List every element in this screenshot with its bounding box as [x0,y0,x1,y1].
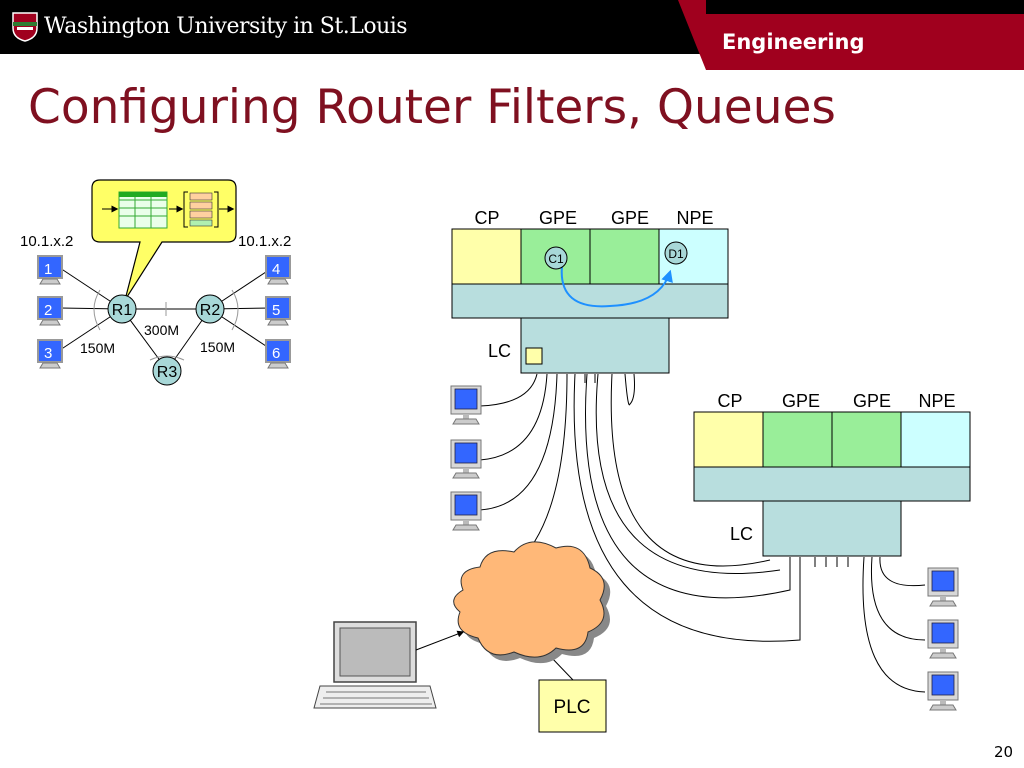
queue-icon [183,191,219,228]
top-slot-label-cp: CP [474,208,499,228]
bottom-slot-gpe1 [762,411,833,468]
node-label-d1: D1 [668,247,684,261]
engineering-label: Engineering [722,30,865,54]
chassis-top: CP GPE GPE NPE LC C1 D1 [451,208,729,383]
university-logo-text: Washington University in St.Louis [44,14,408,39]
link-label-r2-r3: 150M [200,339,235,355]
top-slot-cp [451,228,522,285]
router-label-r3: R3 [157,364,178,381]
bottom-slot-gpe2 [831,411,902,468]
pc-left-1 [450,385,482,425]
right-address-label: 10.1.x.2 [238,233,291,250]
top-slot-label-gpe1: GPE [539,208,577,228]
node-label-c1: C1 [548,252,564,266]
slide-title: Configuring Router Filters, Queues [28,80,836,135]
bottom-slot-label-gpe1: GPE [782,391,820,411]
university-shield-icon [12,12,38,42]
pc-right-3 [927,671,959,711]
node-c1 [544,246,568,270]
top-slot-label-gpe2: GPE [611,208,649,228]
host-label-4: 4 [272,261,280,278]
router-r3 [152,356,182,386]
engineering-tab [706,14,1024,70]
pc-right-1 [927,567,959,607]
left-address-label: 10.1.x.2 [20,233,73,250]
bottom-slot-label-npe: NPE [918,391,955,411]
page-number: 20 [994,743,1014,761]
node-d1 [664,241,688,265]
plc-box [538,679,607,733]
pc-left-3 [450,491,482,531]
bottom-slot-cp [693,411,764,468]
link-label-r1-r2: 300M [144,322,179,338]
network-cloud [453,541,611,664]
top-line-card [520,317,670,374]
filter-table-icon [118,191,168,229]
host-label-6: 6 [272,345,280,362]
router-r2 [195,294,225,324]
bottom-slot-label-cp: CP [717,391,742,411]
router-label-r1: R1 [112,302,133,319]
pc-right-2 [927,619,959,659]
left-network: 10.1.x.2 10.1.x.2 1 2 3 4 5 6 R1 [20,179,291,386]
bottom-line-card [762,500,902,557]
c1-to-d1-arrow [560,265,673,308]
host-label-1: 1 [44,261,52,278]
chassis-bottom: CP GPE GPE NPE LC [693,391,971,567]
top-slot-label-npe: NPE [676,208,713,228]
pc-left-2 [450,439,482,479]
bottom-backplane [693,466,971,502]
host-label-5: 5 [272,302,280,319]
plc-label: PLC [554,697,591,718]
router-r1 [107,294,137,324]
top-backplane [451,283,729,319]
top-lc-port [525,347,543,365]
router-label-r2: R2 [200,302,221,319]
host-label-3: 3 [44,345,52,362]
bottom-lc-label: LC [730,524,753,544]
bottom-slot-npe [900,411,971,468]
host-label-2: 2 [44,302,52,319]
bottom-slot-label-gpe2: GPE [853,391,891,411]
link-label-r1-r3: 150M [80,340,115,356]
top-slot-gpe2 [589,228,660,285]
laptop-icon [313,621,465,709]
top-lc-label: LC [488,341,511,361]
engineering-tab-wedge [678,0,706,70]
